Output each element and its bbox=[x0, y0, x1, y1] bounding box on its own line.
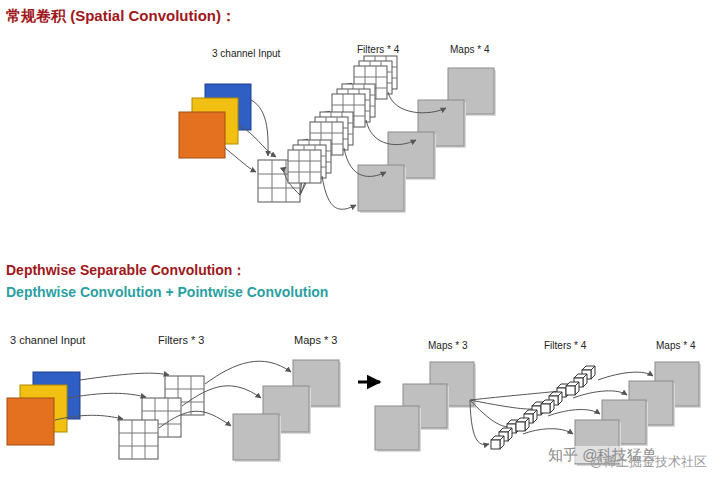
stage-arrow bbox=[358, 381, 380, 384]
grid-line bbox=[310, 133, 343, 134]
cube-side bbox=[500, 436, 504, 449]
grid-line bbox=[119, 433, 158, 434]
cube-side bbox=[575, 382, 579, 395]
section-heading: Depthwise Separable Convolution： bbox=[6, 262, 246, 278]
depthwise-map-arrow bbox=[205, 361, 291, 384]
depthwise-arrow bbox=[68, 393, 146, 398]
grid-line bbox=[332, 105, 365, 106]
stage-label: Maps * 3 bbox=[294, 334, 337, 347]
pointwise-out-arrow bbox=[573, 391, 627, 398]
stage-label: Maps * 3 bbox=[428, 340, 467, 352]
stage-label: Filters * 4 bbox=[357, 44, 399, 56]
pointwise-out-arrow bbox=[598, 372, 653, 380]
stage-label: 3 channel Input bbox=[10, 334, 85, 347]
pointwise-out-arrow bbox=[548, 410, 600, 416]
stage-label: Filters * 3 bbox=[158, 334, 204, 347]
stage-label: Maps * 4 bbox=[656, 340, 695, 352]
pointwise-in-arrow bbox=[470, 400, 489, 445]
map-arrow bbox=[344, 148, 386, 176]
filter-layer bbox=[288, 150, 321, 183]
section-heading: 常规卷积 (Spatial Convolution)： bbox=[6, 7, 236, 24]
grid-line bbox=[165, 389, 204, 390]
input-arrow bbox=[251, 100, 268, 156]
map-arrow bbox=[322, 176, 356, 209]
cube-front bbox=[566, 386, 575, 395]
grid-line bbox=[288, 161, 321, 162]
grid-line bbox=[145, 420, 146, 459]
cube-side bbox=[508, 428, 512, 441]
stage-label: Maps * 4 bbox=[450, 44, 489, 56]
grid-line bbox=[168, 398, 169, 437]
feature-map bbox=[375, 406, 419, 450]
pointwise-in-arrow bbox=[470, 400, 539, 409]
depthwise-filter bbox=[119, 420, 158, 459]
input-channel bbox=[179, 112, 225, 158]
feature-map bbox=[233, 414, 279, 460]
input-arrow bbox=[225, 148, 256, 172]
grid-line bbox=[142, 411, 181, 412]
grid-line bbox=[272, 160, 273, 202]
grid-line bbox=[299, 150, 300, 183]
map-arrow bbox=[366, 120, 416, 145]
pointwise-out-arrow bbox=[523, 429, 573, 434]
grid-line bbox=[191, 376, 192, 415]
grid-line bbox=[376, 66, 377, 99]
grid-line bbox=[310, 150, 311, 183]
cube-side bbox=[525, 418, 529, 431]
section-subheading: Depthwise Convolution + Pointwise Convol… bbox=[6, 284, 328, 300]
depthwise-map-arrow bbox=[159, 411, 231, 428]
cube-side bbox=[550, 400, 554, 413]
grid-line bbox=[286, 160, 287, 202]
cube-front bbox=[491, 440, 500, 449]
cube-side bbox=[583, 374, 587, 387]
depthwise-arrow bbox=[80, 373, 169, 380]
cube-front bbox=[516, 422, 525, 431]
depthwise-arrow bbox=[55, 415, 123, 420]
grid-line bbox=[132, 420, 133, 459]
grid-line bbox=[332, 122, 333, 155]
watermark: @稀土掘金技术社区 bbox=[590, 455, 707, 470]
feature-map bbox=[358, 165, 404, 211]
cube-side bbox=[533, 410, 537, 423]
map-arrow bbox=[388, 92, 446, 113]
grid-line bbox=[119, 446, 158, 447]
stage-label: Filters * 4 bbox=[544, 340, 586, 352]
grid-line bbox=[354, 77, 387, 78]
cube-side bbox=[558, 392, 562, 405]
grid-line bbox=[354, 94, 355, 127]
grid-line bbox=[288, 172, 321, 173]
depthwise-map-arrow bbox=[182, 386, 261, 406]
cube-side bbox=[591, 366, 595, 379]
input-channel bbox=[7, 398, 54, 445]
pointwise-in-arrow bbox=[470, 400, 514, 427]
spatial-conv-figure bbox=[179, 56, 496, 213]
input-arrow bbox=[239, 125, 276, 157]
separable-conv-figure bbox=[7, 360, 701, 466]
cube-front bbox=[541, 404, 550, 413]
stage-label: 3 channel Input bbox=[212, 48, 280, 60]
